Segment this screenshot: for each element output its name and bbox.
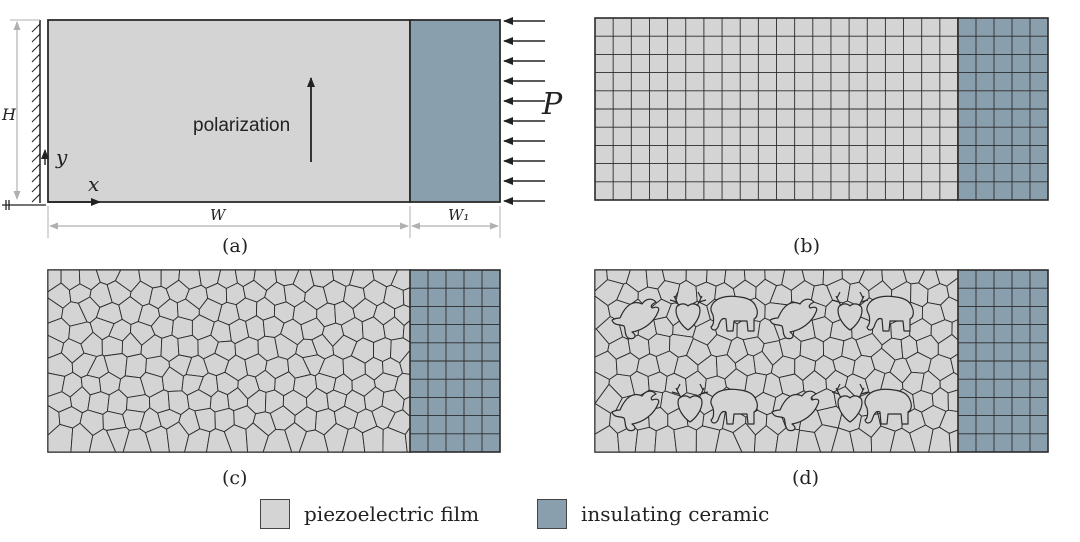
deer-head-icon [669,291,707,331]
caption-d: (d) [792,467,819,489]
pressure-arrows [503,17,545,205]
caption-a: (a) [222,235,248,257]
legend-item-film: piezoelectric film [260,499,479,529]
width-label: W [210,206,227,224]
insulating-ceramic-region [409,19,501,203]
legend: piezoelectric film insulating ceramic [0,499,1080,533]
polarization-label: polarization [193,115,290,136]
bird-icon [611,390,660,432]
bird-icon [769,298,818,340]
ceramic-legend-label: insulating ceramic [581,502,770,526]
x-axis-label: x [88,172,99,196]
ceramic-mesh [958,270,1048,452]
caption-b: (b) [793,235,820,257]
elephant-icon [864,388,912,425]
structured-mesh [595,18,1048,200]
piezoelectric-film-region [47,19,411,203]
elephant-icon [710,388,758,425]
ceramic-mesh [410,270,500,452]
film-swatch [260,499,290,529]
deer-head-icon [831,383,869,423]
legend-item-ceramic: insulating ceramic [537,499,769,529]
y-axis-label: y [55,145,68,169]
bird-icon [771,390,820,432]
deer-head-icon [671,383,709,423]
height-label: H [1,105,17,124]
panel-c: (c) [47,269,501,489]
elephant-icon [866,295,914,332]
caption-c: (c) [222,467,247,489]
elephant-icon [710,295,758,332]
film-legend-label: piezoelectric film [304,502,480,526]
fixed-support-hatching [31,23,41,203]
pressure-label: P [541,87,563,122]
panel-b: (b) [594,17,1049,257]
voronoi-mesh [47,269,411,453]
panel-a: H y x polarization P W W₁ (a) [1,17,563,257]
panel-d: (d) [594,269,1049,489]
deer-head-icon [831,291,869,331]
animal-inclusions [611,291,914,432]
width1-label: W₁ [448,206,469,224]
ceramic-swatch [537,499,567,529]
bird-icon [611,298,660,340]
voronoi-mesh-with-inclusions [594,269,959,453]
